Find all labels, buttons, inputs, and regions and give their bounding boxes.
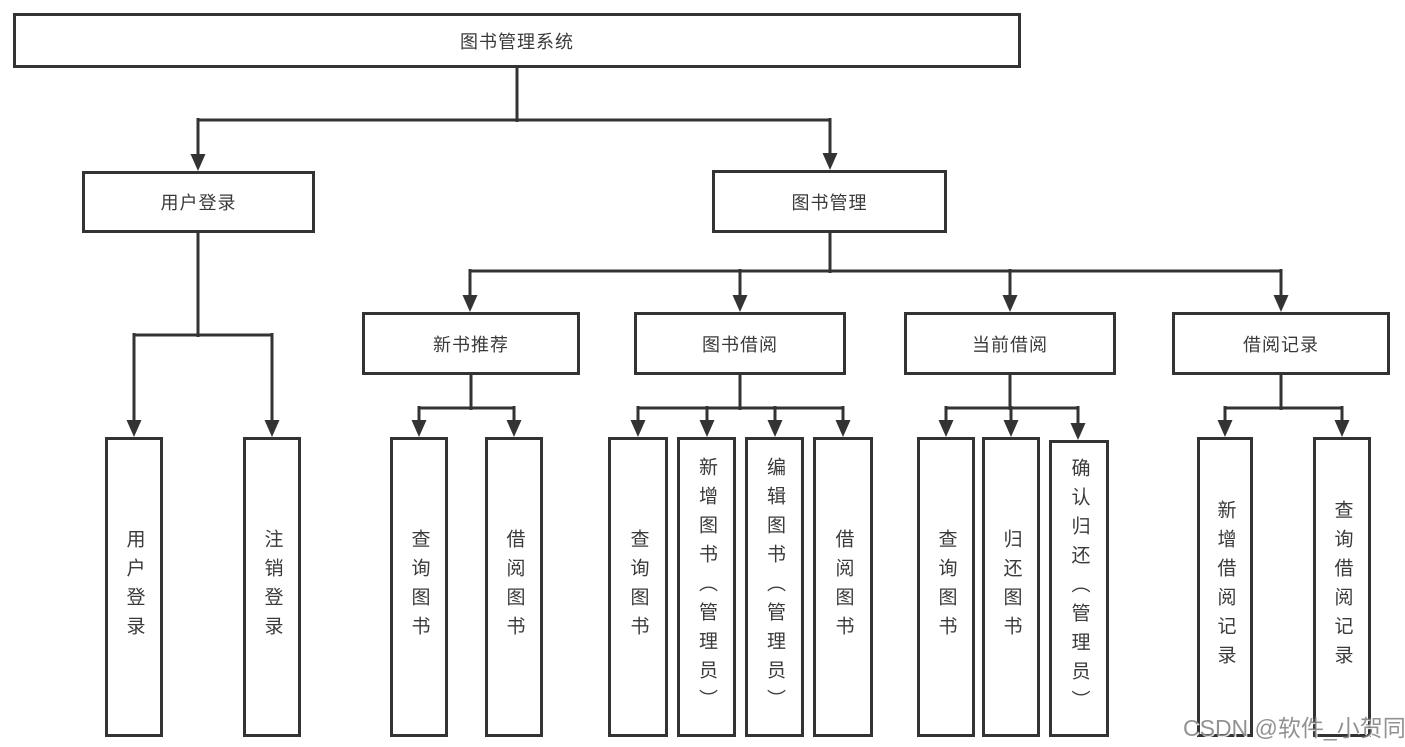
leaf-cb-return-books: 归还图书 (982, 437, 1040, 737)
leaf-bb-query-books: 查询图书 (608, 437, 668, 737)
node-label: 新书推荐 (433, 334, 509, 355)
leaf-label: 用户登录 (123, 529, 145, 645)
leaf-label: 查询图书 (627, 529, 649, 645)
leaf-label: 注销登录 (261, 529, 283, 645)
leaf-label: 编辑图书（管理员） (764, 456, 785, 718)
node-label: 借阅记录 (1243, 334, 1319, 355)
leaf-label: 查询图书 (935, 529, 957, 645)
node-current-borrowing: 当前借阅 (904, 312, 1116, 375)
node-book-management: 图书管理 (712, 170, 947, 233)
node-label: 图书管理 (791, 192, 868, 213)
leaf-bb-borrow-books: 借阅图书 (813, 437, 873, 737)
node-label: 图书借阅 (702, 334, 778, 355)
leaf-label: 借阅图书 (503, 529, 525, 645)
leaf-nbr-query-books: 查询图书 (390, 437, 448, 737)
leaf-bb-edit-books-admin: 编辑图书（管理员） (745, 437, 804, 737)
leaf-label: 归还图书 (1000, 529, 1022, 645)
leaf-label: 借阅图书 (832, 529, 854, 645)
node-book-borrowing: 图书借阅 (634, 312, 846, 375)
leaf-cb-confirm-return-admin: 确认归还（管理员） (1049, 440, 1109, 737)
node-new-book-recommendation: 新书推荐 (362, 312, 580, 375)
leaf-br-query-record: 查询借阅记录 (1313, 437, 1371, 737)
node-label: 当前借阅 (972, 334, 1048, 355)
node-borrowing-records: 借阅记录 (1172, 312, 1390, 375)
leaf-label: 新增图书（管理员） (696, 456, 717, 718)
node-label: 图书管理系统 (460, 31, 574, 52)
leaf-logout: 注销登录 (243, 437, 301, 737)
leaf-bb-add-books-admin: 新增图书（管理员） (677, 437, 736, 737)
watermark: CSDN @软件_小贺同学 (1183, 715, 1405, 741)
leaf-nbr-borrow-books: 借阅图书 (485, 437, 543, 737)
leaf-br-add-record: 新增借阅记录 (1197, 437, 1253, 737)
leaf-label: 确认归还（管理员） (1068, 458, 1090, 719)
leaf-user-login: 用户登录 (105, 437, 163, 737)
node-root: 图书管理系统 (13, 13, 1021, 68)
leaf-label: 查询借阅记录 (1331, 500, 1353, 674)
leaf-cb-query-books: 查询图书 (917, 437, 975, 737)
leaf-label: 新增借阅记录 (1214, 500, 1236, 674)
node-label: 用户登录 (160, 193, 237, 213)
leaf-label: 查询图书 (408, 529, 430, 645)
node-user-login: 用户登录 (82, 171, 315, 233)
